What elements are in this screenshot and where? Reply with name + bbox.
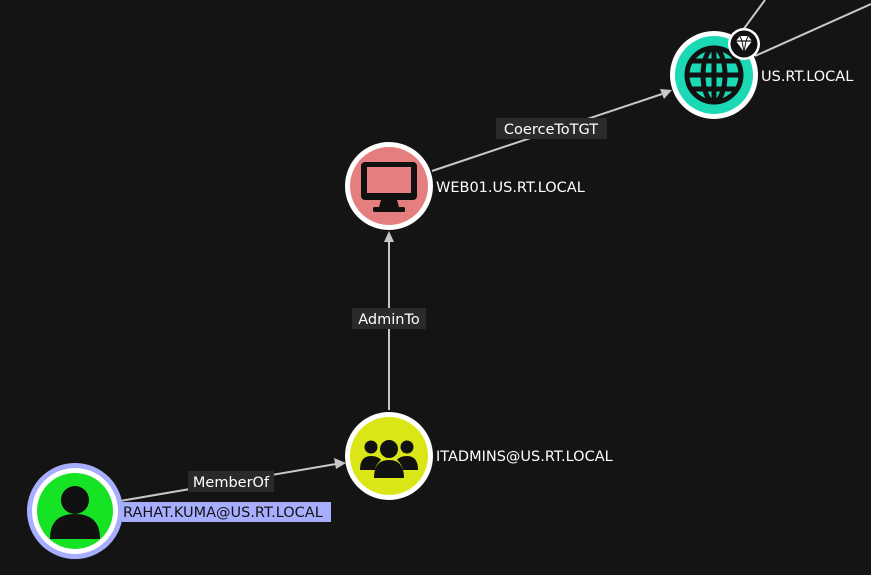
edge-label-text: MemberOf: [193, 475, 270, 491]
arrow-head: [334, 458, 346, 469]
edge-domain-offscreen-2[interactable]: [754, 3, 871, 57]
domain-node-label: US.RT.LOCAL: [761, 69, 853, 85]
edge-label-text: AdminTo: [358, 312, 420, 328]
user-node[interactable]: RAHAT.KUMA@US.RT.LOCAL: [27, 463, 331, 559]
edge-label-member-of[interactable]: MemberOf: [188, 471, 274, 492]
edge-label-coerce-to-tgt[interactable]: CoerceToTGT: [496, 118, 607, 139]
domain-node[interactable]: US.RT.LOCAL: [670, 28, 853, 119]
selection-highlight: [122, 502, 331, 522]
gem-icon: [728, 28, 760, 60]
globe-icon: [684, 45, 744, 105]
arrow-head: [384, 231, 394, 242]
users-icon: [360, 440, 418, 478]
computer-node[interactable]: WEB01.US.RT.LOCAL: [345, 142, 585, 230]
user-icon: [50, 486, 100, 539]
computer-node-label: WEB01.US.RT.LOCAL: [436, 180, 585, 196]
group-node[interactable]: ITADMINS@US.RT.LOCAL: [345, 412, 613, 500]
user-node-label: RAHAT.KUMA@US.RT.LOCAL: [123, 505, 323, 521]
arrow-head: [660, 89, 672, 99]
edge-label-admin-to[interactable]: AdminTo: [352, 308, 426, 329]
edge-label-text: CoerceToTGT: [504, 122, 598, 138]
desktop-icon: [361, 162, 417, 212]
group-node-label: ITADMINS@US.RT.LOCAL: [436, 449, 613, 465]
